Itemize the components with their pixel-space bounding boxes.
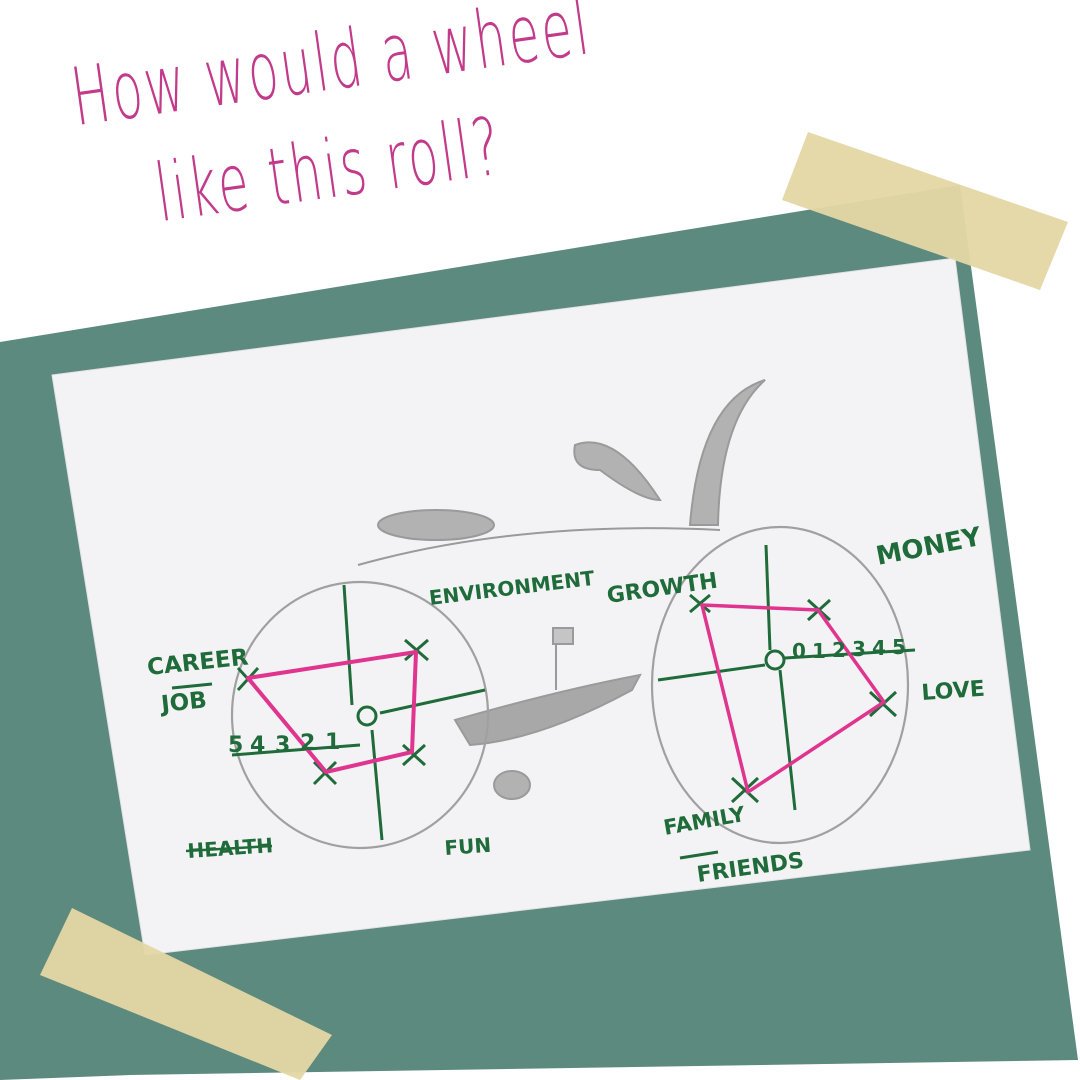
- seat-post-marker: [552, 627, 574, 645]
- front-wheel-rim: [650, 525, 910, 845]
- front-axis-horizontal-left: [657, 663, 766, 682]
- front-score-polygon: [700, 603, 886, 794]
- rear-score-polygon: [246, 650, 418, 774]
- rear-scale-3: 3: [275, 733, 290, 758]
- label-health-strikethrough: [185, 844, 273, 853]
- down-tube: [453, 673, 642, 747]
- front-wheel: 0 1 2 3 4 5: [650, 525, 916, 845]
- front-scale-4: 4: [872, 636, 886, 660]
- front-score-x-family: [730, 776, 760, 804]
- rear-axis-horizontal-right: [379, 688, 486, 715]
- rear-axis-vertical-bottom: [370, 729, 384, 841]
- bicycle-frame: [357, 379, 766, 800]
- label-fun: FUN: [444, 833, 492, 860]
- rear-scale-1: 1: [325, 730, 340, 755]
- rear-axis-vertical-top: [342, 584, 354, 706]
- crossbar: [357, 527, 721, 566]
- rear-wheel-rim: [230, 580, 490, 850]
- rear-wheel-hub: [356, 705, 378, 727]
- rear-wheel: 5 4 3 2 1: [228, 580, 490, 850]
- front-scale-0: 0: [792, 639, 806, 663]
- handlebar-left: [573, 441, 662, 502]
- seat: [377, 509, 495, 541]
- rear-axis-horizontal-left: [231, 743, 361, 757]
- front-score-x-growth: [689, 593, 711, 614]
- label-job: JOB: [158, 687, 208, 718]
- front-wheel-hub: [764, 649, 786, 671]
- pedal: [493, 770, 531, 800]
- label-family-underline: [679, 850, 719, 860]
- label-love: LOVE: [921, 677, 986, 706]
- masking-tape-bottom-left: [40, 908, 332, 1080]
- rear-scale-4: 4: [250, 733, 265, 758]
- rear-scale-5: 5: [228, 733, 243, 758]
- label-career-underline: [171, 682, 213, 690]
- front-axis-vertical-top: [764, 544, 772, 651]
- handlebar-right: [688, 379, 766, 526]
- masking-tape-top-right: [782, 132, 1068, 290]
- front-scale-3: 3: [852, 637, 866, 661]
- front-scale-5: 5: [892, 635, 906, 659]
- front-axis-vertical-bottom: [778, 669, 797, 811]
- front-scale-2: 2: [832, 638, 846, 662]
- rear-score-x-environment: [404, 638, 429, 662]
- rear-score-x-fun: [401, 743, 427, 767]
- paper-sheet: [51, 257, 1031, 956]
- front-scale-1: 1: [812, 639, 826, 663]
- rear-scale-2: 2: [300, 731, 315, 756]
